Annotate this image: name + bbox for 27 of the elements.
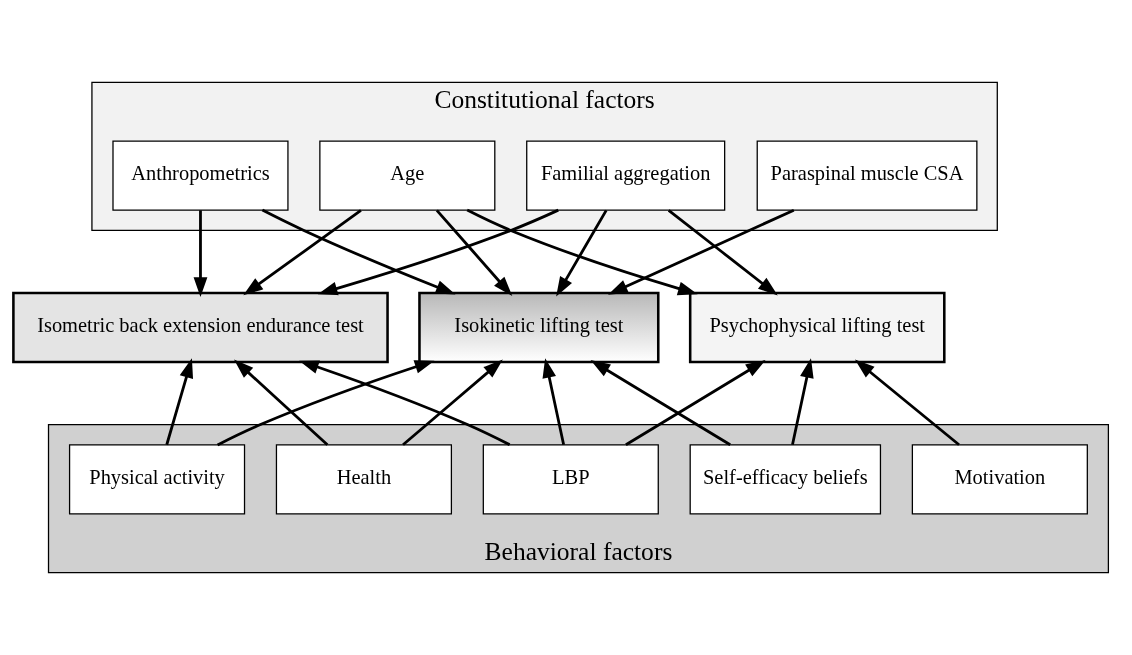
arrow [667, 209, 778, 296]
node-box: Isokinetic lifting test [418, 291, 660, 364]
node-box: LBP [482, 444, 659, 515]
arrow [234, 359, 329, 446]
arrow [435, 209, 513, 296]
node-box: Paraspinal muscle CSA [756, 140, 978, 211]
node-box: Motivation [911, 444, 1088, 515]
node-box: Physical activity [68, 444, 246, 515]
node-box: Self-efficacy beliefs [689, 444, 882, 515]
arrow [625, 360, 766, 446]
node-box: Health [275, 444, 453, 515]
arrow [243, 209, 362, 296]
arrow [165, 358, 194, 446]
arrow [854, 359, 960, 446]
node-box: Familial aggregation [526, 140, 726, 211]
node-box: Age [319, 140, 496, 211]
arrow [193, 210, 208, 298]
arrow [590, 360, 731, 446]
arrow [542, 358, 566, 446]
arrow [402, 359, 503, 446]
arrow [608, 208, 795, 295]
node-box: Psychophysical lifting test [688, 291, 946, 364]
arrow [466, 208, 698, 296]
node-box: Anthropometrics [112, 140, 289, 211]
node-box: Isometric back extension endurance test [12, 291, 389, 364]
arrow [791, 358, 814, 446]
arrow [556, 209, 608, 297]
